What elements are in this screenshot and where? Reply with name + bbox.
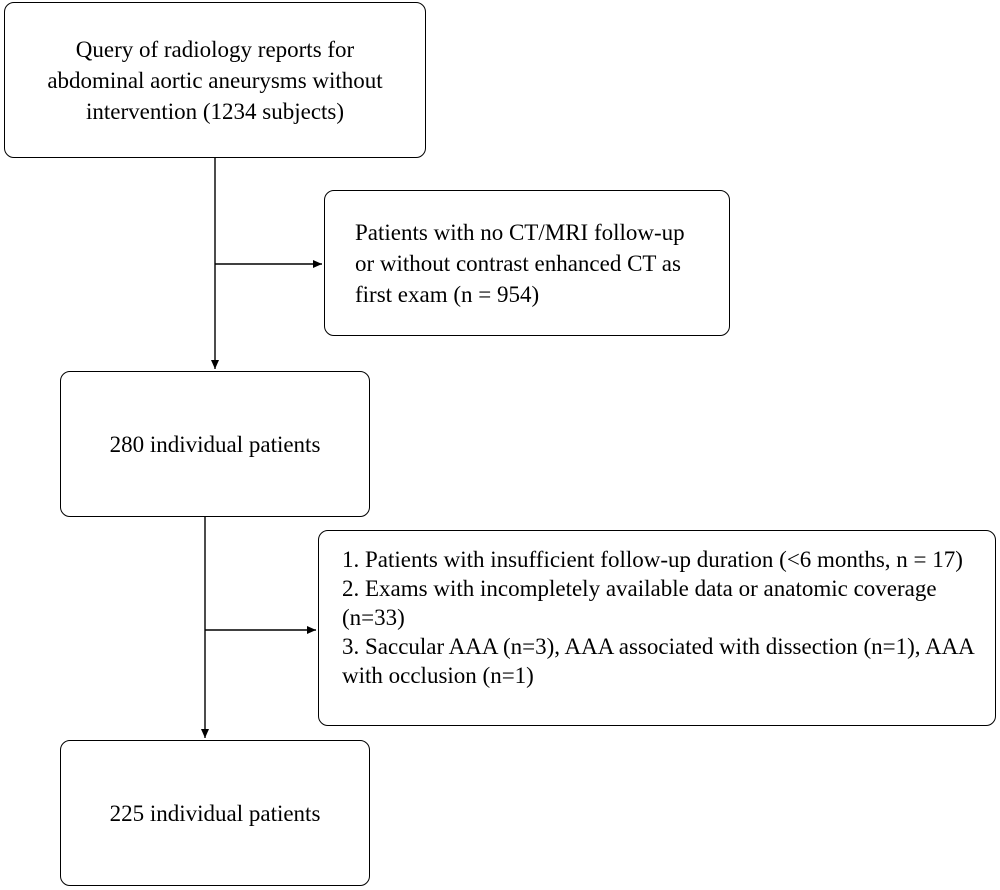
exclusion-item-3: 3. Saccular AAA (n=3), AAA associated wi… [342,634,974,688]
query-box-text: Query of radiology reports for abdominal… [47,36,383,124]
excluded-first-text: Patients with no CT/MRI follow-up or wit… [355,219,685,307]
exclusion-item-2: 2. Exams with incompletely available dat… [342,576,937,630]
excluded-first-box: Patients with no CT/MRI follow-up or wit… [324,190,730,336]
patients-280-box: 280 individual patients [60,371,370,517]
patients-225-text: 225 individual patients [109,800,321,826]
excluded-second-box: 1. Patients with insufficient follow-up … [318,530,996,726]
patients-225-box: 225 individual patients [60,740,370,886]
query-box: Query of radiology reports for abdominal… [4,2,426,158]
patients-280-text: 280 individual patients [109,431,321,457]
exclusion-item-1: 1. Patients with insufficient follow-up … [342,547,963,572]
